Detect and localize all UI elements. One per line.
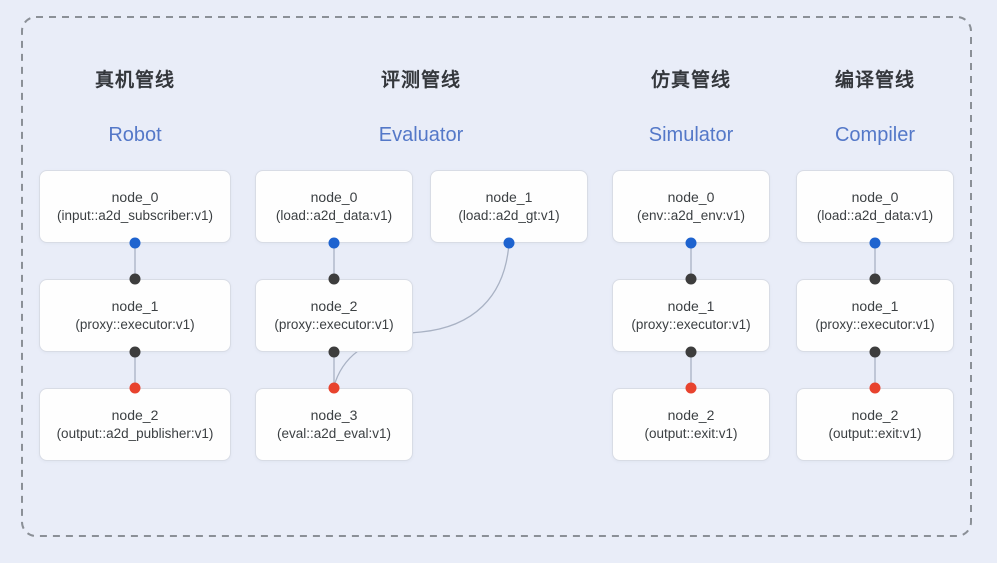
node-name: node_0 xyxy=(667,189,715,205)
pipeline-title-zh: 编译管线 xyxy=(834,70,915,91)
node-compiler-0: node_0 (load::a2d_data:v1) xyxy=(796,170,954,243)
node-simulator-0: node_0 (env::a2d_env:v1) xyxy=(612,170,770,243)
node-compiler-1: node_1 (proxy::executor:v1) xyxy=(796,279,954,352)
node-name: node_2 xyxy=(667,407,715,423)
node-name: node_0 xyxy=(851,189,899,205)
header-compiler-zh: 编译管线 xyxy=(765,65,985,92)
header-robot-en: Robot xyxy=(108,124,162,146)
node-impl: (proxy::executor:v1) xyxy=(815,317,935,332)
node-name: node_2 xyxy=(851,407,899,423)
node-impl: (proxy::executor:v1) xyxy=(75,317,195,332)
node-name: node_1 xyxy=(851,298,899,314)
node-impl: (load::a2d_data:v1) xyxy=(816,208,934,223)
node-evaluator-1: node_1 (load::a2d_gt:v1) xyxy=(430,170,588,243)
header-simulator-zh: 仿真管线 xyxy=(581,65,801,92)
node-robot-1: node_1 (proxy::executor:v1) xyxy=(39,279,231,352)
node-impl: (output::exit:v1) xyxy=(828,426,922,441)
node-name: node_3 xyxy=(310,407,358,423)
node-name: node_0 xyxy=(310,189,358,205)
node-impl: (env::a2d_env:v1) xyxy=(636,208,746,223)
header-evaluator-en: Evaluator xyxy=(378,124,464,146)
header-robot-zh: 真机管线 xyxy=(25,65,245,92)
node-name: node_0 xyxy=(111,189,159,205)
node-name: node_1 xyxy=(667,298,715,314)
node-impl: (eval::a2d_eval:v1) xyxy=(276,426,392,441)
node-impl: (load::a2d_data:v1) xyxy=(275,208,393,223)
node-evaluator-2: node_2 (proxy::executor:v1) xyxy=(255,279,413,352)
node-impl: (output::exit:v1) xyxy=(644,426,738,441)
node-evaluator-3: node_3 (eval::a2d_eval:v1) xyxy=(255,388,413,461)
node-simulator-1: node_1 (proxy::executor:v1) xyxy=(612,279,770,352)
pipeline-title-zh: 评测管线 xyxy=(380,70,461,91)
node-name: node_1 xyxy=(485,189,533,205)
header-simulator-en: Simulator xyxy=(648,124,734,146)
node-compiler-2: node_2 (output::exit:v1) xyxy=(796,388,954,461)
node-impl: (input::a2d_subscriber:v1) xyxy=(56,208,214,223)
node-impl: (output::a2d_publisher:v1) xyxy=(56,426,214,441)
node-impl: (load::a2d_gt:v1) xyxy=(458,208,560,223)
node-evaluator-0: node_0 (load::a2d_data:v1) xyxy=(255,170,413,243)
pipeline-title-zh: 仿真管线 xyxy=(650,70,731,91)
node-robot-0: node_0 (input::a2d_subscriber:v1) xyxy=(39,170,231,243)
node-simulator-2: node_2 (output::exit:v1) xyxy=(612,388,770,461)
node-name: node_2 xyxy=(310,298,358,314)
header-compiler-en: Compiler xyxy=(834,124,916,146)
node-robot-2: node_2 (output::a2d_publisher:v1) xyxy=(39,388,231,461)
node-impl: (proxy::executor:v1) xyxy=(274,317,394,332)
node-impl: (proxy::executor:v1) xyxy=(631,317,751,332)
header-evaluator-zh: 评测管线 xyxy=(311,65,531,92)
pipeline-title-zh: 真机管线 xyxy=(94,70,175,91)
node-name: node_1 xyxy=(111,298,159,314)
node-name: node_2 xyxy=(111,407,159,423)
